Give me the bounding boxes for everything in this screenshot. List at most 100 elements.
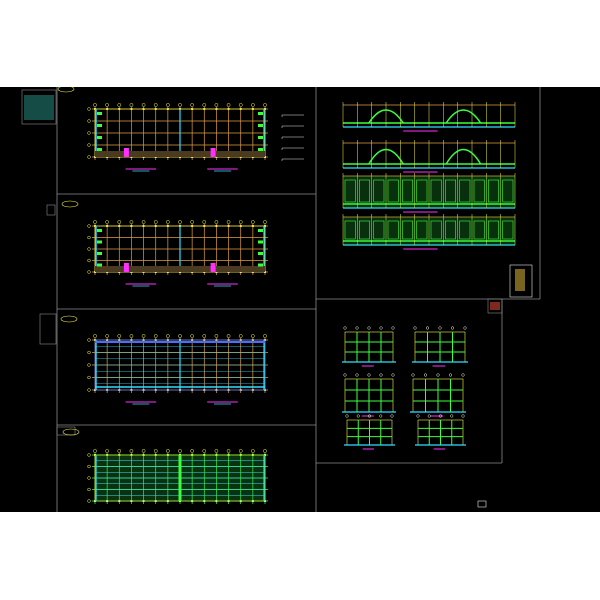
ucs-icon — [477, 500, 487, 508]
ground-band — [95, 151, 265, 157]
axis-bubble — [93, 220, 97, 224]
axis-bubble — [153, 103, 158, 107]
axis-bubble — [190, 449, 194, 453]
section-3 — [342, 373, 396, 417]
window — [373, 220, 385, 240]
floor-plan-3 — [87, 334, 268, 405]
axis-bubble — [263, 220, 267, 224]
elevation-2 — [342, 140, 516, 173]
axis-bubble — [356, 414, 360, 418]
window — [387, 220, 399, 240]
axis-bubble — [343, 373, 347, 377]
north-arrow — [62, 428, 80, 436]
window — [459, 220, 471, 240]
axis-bubble — [251, 449, 255, 453]
axis-bubble — [226, 449, 231, 453]
axis-bubble — [87, 375, 91, 380]
beam-label — [97, 148, 102, 151]
axis-bubble — [166, 103, 170, 107]
stair-mark — [210, 263, 216, 272]
axis-bubble — [416, 414, 420, 418]
axis-bubble — [141, 220, 146, 224]
beam-label — [258, 240, 263, 244]
window — [488, 179, 499, 203]
axis-bubble — [153, 220, 158, 224]
window — [359, 220, 370, 240]
window — [344, 220, 356, 240]
window — [473, 179, 485, 203]
detail-box — [509, 264, 533, 298]
title-block — [21, 89, 57, 125]
axis-bubble — [425, 326, 430, 330]
axis-bubble — [345, 414, 349, 418]
section-2 — [412, 326, 468, 367]
axis-bubble — [93, 334, 97, 338]
window — [373, 179, 385, 203]
window — [402, 220, 413, 240]
elevation-3 — [342, 173, 516, 213]
axis-bubble — [190, 220, 194, 224]
floor-plan-1 — [87, 103, 268, 172]
window — [387, 179, 399, 203]
window — [416, 179, 428, 203]
stair-mark — [210, 148, 216, 157]
axis-bubble — [87, 107, 91, 111]
axis-bubble — [214, 334, 219, 338]
axis-bubble — [87, 363, 91, 367]
axis-bubble — [367, 414, 372, 418]
axis-bubble — [391, 326, 395, 330]
elevation-fill — [343, 176, 515, 208]
section-5 — [344, 414, 395, 450]
axis-bubble — [166, 334, 170, 338]
axis-bubble — [87, 258, 91, 263]
window — [445, 220, 456, 240]
axis-bubble — [105, 449, 109, 453]
beam-label — [97, 240, 102, 244]
window — [359, 179, 370, 203]
beam-label — [258, 229, 263, 232]
axis-bubble — [129, 449, 134, 453]
axis-bubble — [141, 103, 146, 107]
floor-plan-2 — [87, 220, 268, 287]
section-1 — [342, 326, 396, 367]
axis-bubble — [117, 334, 122, 338]
axis-bubble — [423, 373, 428, 377]
elevation-fill — [343, 217, 515, 245]
axis-bubble — [129, 220, 134, 224]
axis-bubble — [238, 220, 243, 224]
axis-bubble — [251, 334, 255, 338]
detail-fill — [490, 302, 500, 310]
axis-bubble — [178, 220, 182, 224]
cad-model-space[interactable] — [0, 87, 600, 512]
arch — [368, 109, 404, 124]
axis-bubble — [190, 103, 194, 107]
window — [344, 179, 356, 203]
beam-label — [97, 136, 102, 139]
cad-drawing[interactable] — [0, 87, 600, 512]
arch — [445, 148, 482, 165]
axis-bubble — [367, 373, 371, 377]
axis-bubble — [105, 334, 109, 338]
beam-label — [258, 112, 263, 115]
beam-label — [258, 136, 263, 139]
window — [459, 179, 471, 203]
axis-bubble — [438, 414, 443, 418]
axis-bubble — [129, 334, 134, 338]
window — [502, 220, 514, 240]
axis-bubble — [390, 414, 394, 418]
north-arrow — [60, 315, 78, 323]
axis-bubble — [105, 103, 109, 107]
axis-bubble — [87, 388, 91, 392]
axis-bubble — [178, 334, 182, 338]
axis-bubble — [450, 414, 454, 418]
axis-bubble — [214, 103, 219, 107]
axis-bubble — [178, 103, 182, 107]
axis-bubble — [87, 464, 91, 469]
axis-bubble — [87, 155, 91, 159]
axis-bubble — [166, 220, 170, 224]
axis-bubble — [367, 326, 371, 330]
axis-bubble — [190, 334, 194, 338]
axis-bubble — [153, 334, 158, 338]
window — [416, 220, 428, 240]
axis-bubble — [87, 453, 91, 457]
